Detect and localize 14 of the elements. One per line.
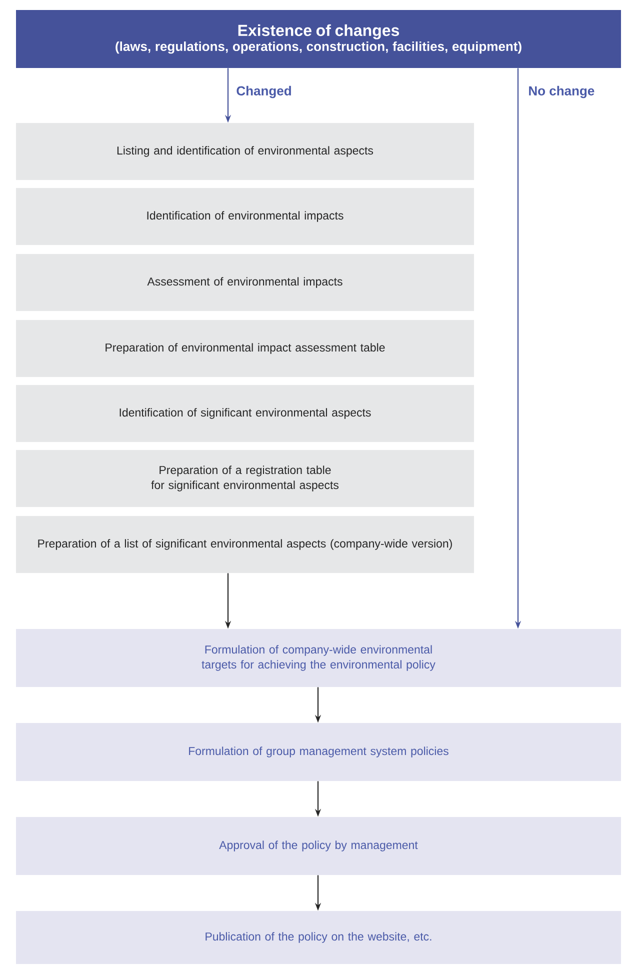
header-box: Existence of changes (laws, regulations, operations, construction, facilities, equipment) — [16, 10, 621, 68]
process-box: Approval of the policy by management — [16, 817, 621, 875]
edge-label: Changed — [235, 84, 293, 100]
process-box: Listing and identification of environmental aspects — [16, 123, 474, 180]
process-box: Identification of significant environmental aspects — [16, 385, 474, 442]
process-box: Formulation of group management system policies — [16, 723, 621, 781]
process-box: Preparation of environmental impact assessment table — [16, 320, 474, 377]
process-box: Publication of the policy on the website, etc. — [16, 911, 621, 964]
process-box: Preparation of a registration table for significant environmental aspects — [16, 450, 474, 507]
process-box: Identification of environmental impacts — [16, 188, 474, 245]
process-box: Preparation of a list of significant environmental aspects (company-wide version) — [16, 516, 474, 573]
edge-label: No change — [527, 84, 596, 100]
process-box: Formulation of company-wide environmental targets for achieving the environmental policy — [16, 629, 621, 687]
process-box: Assessment of environmental impacts — [16, 254, 474, 311]
